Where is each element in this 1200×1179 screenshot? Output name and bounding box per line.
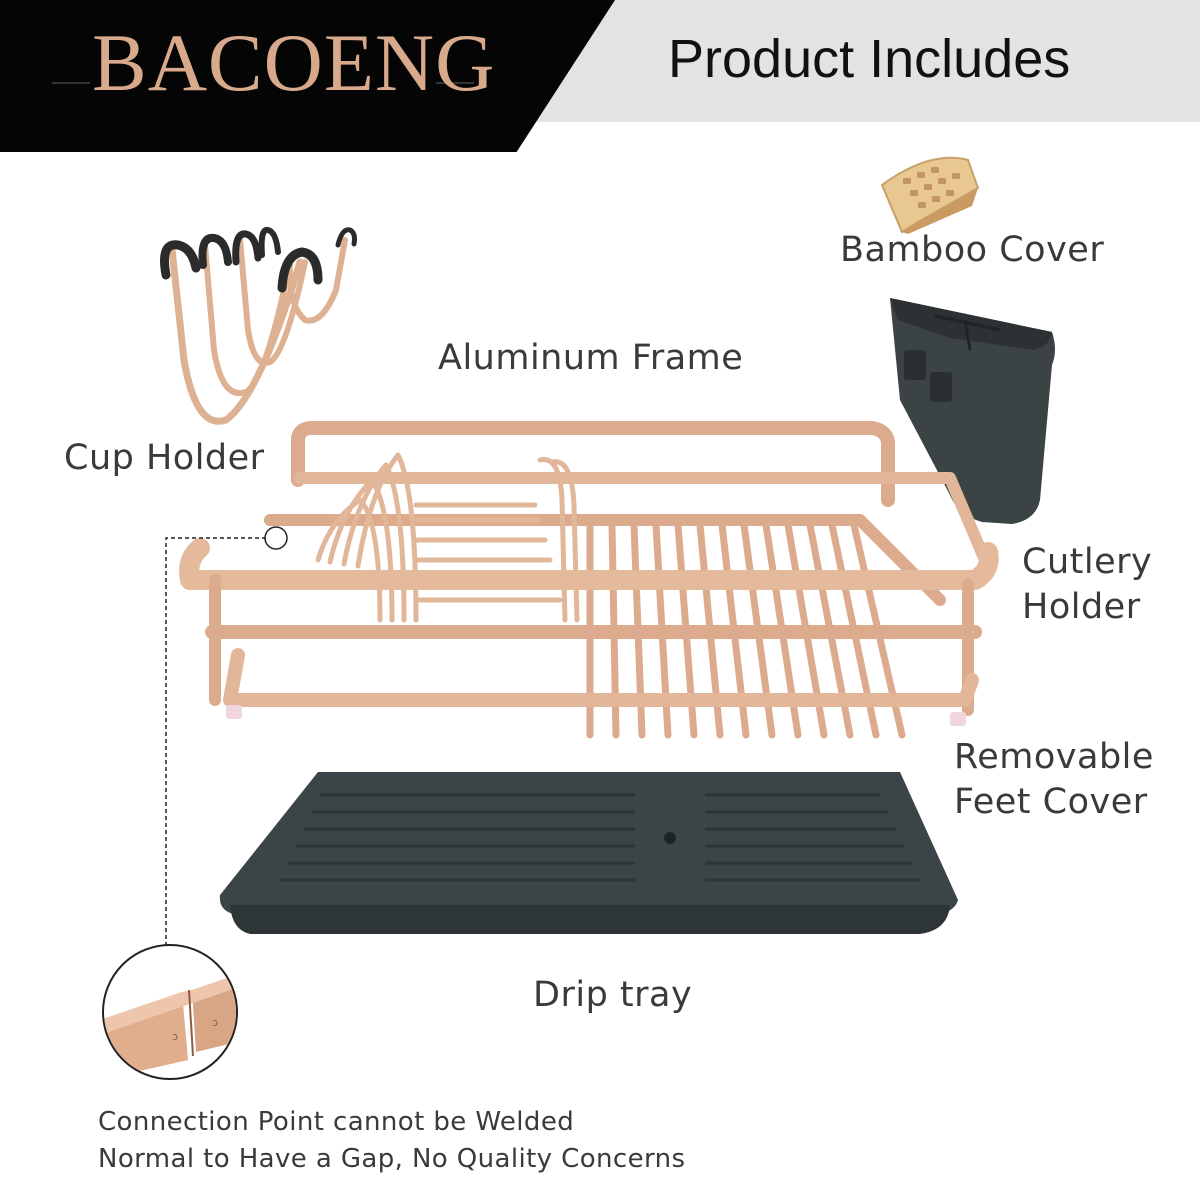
feet-cover-label-line-1: Removable xyxy=(954,737,1154,777)
brand-dash-left xyxy=(52,82,90,84)
brand-dash-right xyxy=(436,82,474,84)
cutlery-holder-label-line-1: Cutlery xyxy=(1022,542,1153,582)
cutlery-holder-image xyxy=(890,298,1055,524)
svg-text:ɔ: ɔ xyxy=(212,1016,218,1029)
cup-holder-image xyxy=(160,226,357,425)
feet-cover-label: Removable Feet Cover xyxy=(954,735,1154,825)
svg-text:ɔ: ɔ xyxy=(172,1030,178,1043)
connection-note-line-2: Normal to Have a Gap, No Quality Concern… xyxy=(98,1144,686,1174)
cup-holder-label: Cup Holder xyxy=(64,438,265,478)
drip-tray-image xyxy=(219,772,958,934)
feet-cover-label-line-2: Feet Cover xyxy=(954,781,1148,822)
aluminum-frame-image xyxy=(179,421,999,739)
page-title: Product Includes xyxy=(668,29,1071,89)
cutlery-holder-label: Cutlery Holder xyxy=(1022,540,1152,630)
brand-logo: BACOENG xyxy=(92,17,496,108)
bamboo-cover-label: Bamboo Cover xyxy=(840,230,1105,270)
connection-note-line-1: Connection Point cannot be Welded xyxy=(98,1107,575,1137)
cutlery-holder-label-line-2: Holder xyxy=(1022,586,1141,627)
bamboo-cover-image xyxy=(880,156,980,234)
connection-callout: ɔ ɔ xyxy=(102,526,288,1080)
brand-band xyxy=(0,0,615,152)
drip-tray-label: Drip tray xyxy=(533,975,693,1015)
aluminum-frame-label: Aluminum Frame xyxy=(438,338,744,378)
